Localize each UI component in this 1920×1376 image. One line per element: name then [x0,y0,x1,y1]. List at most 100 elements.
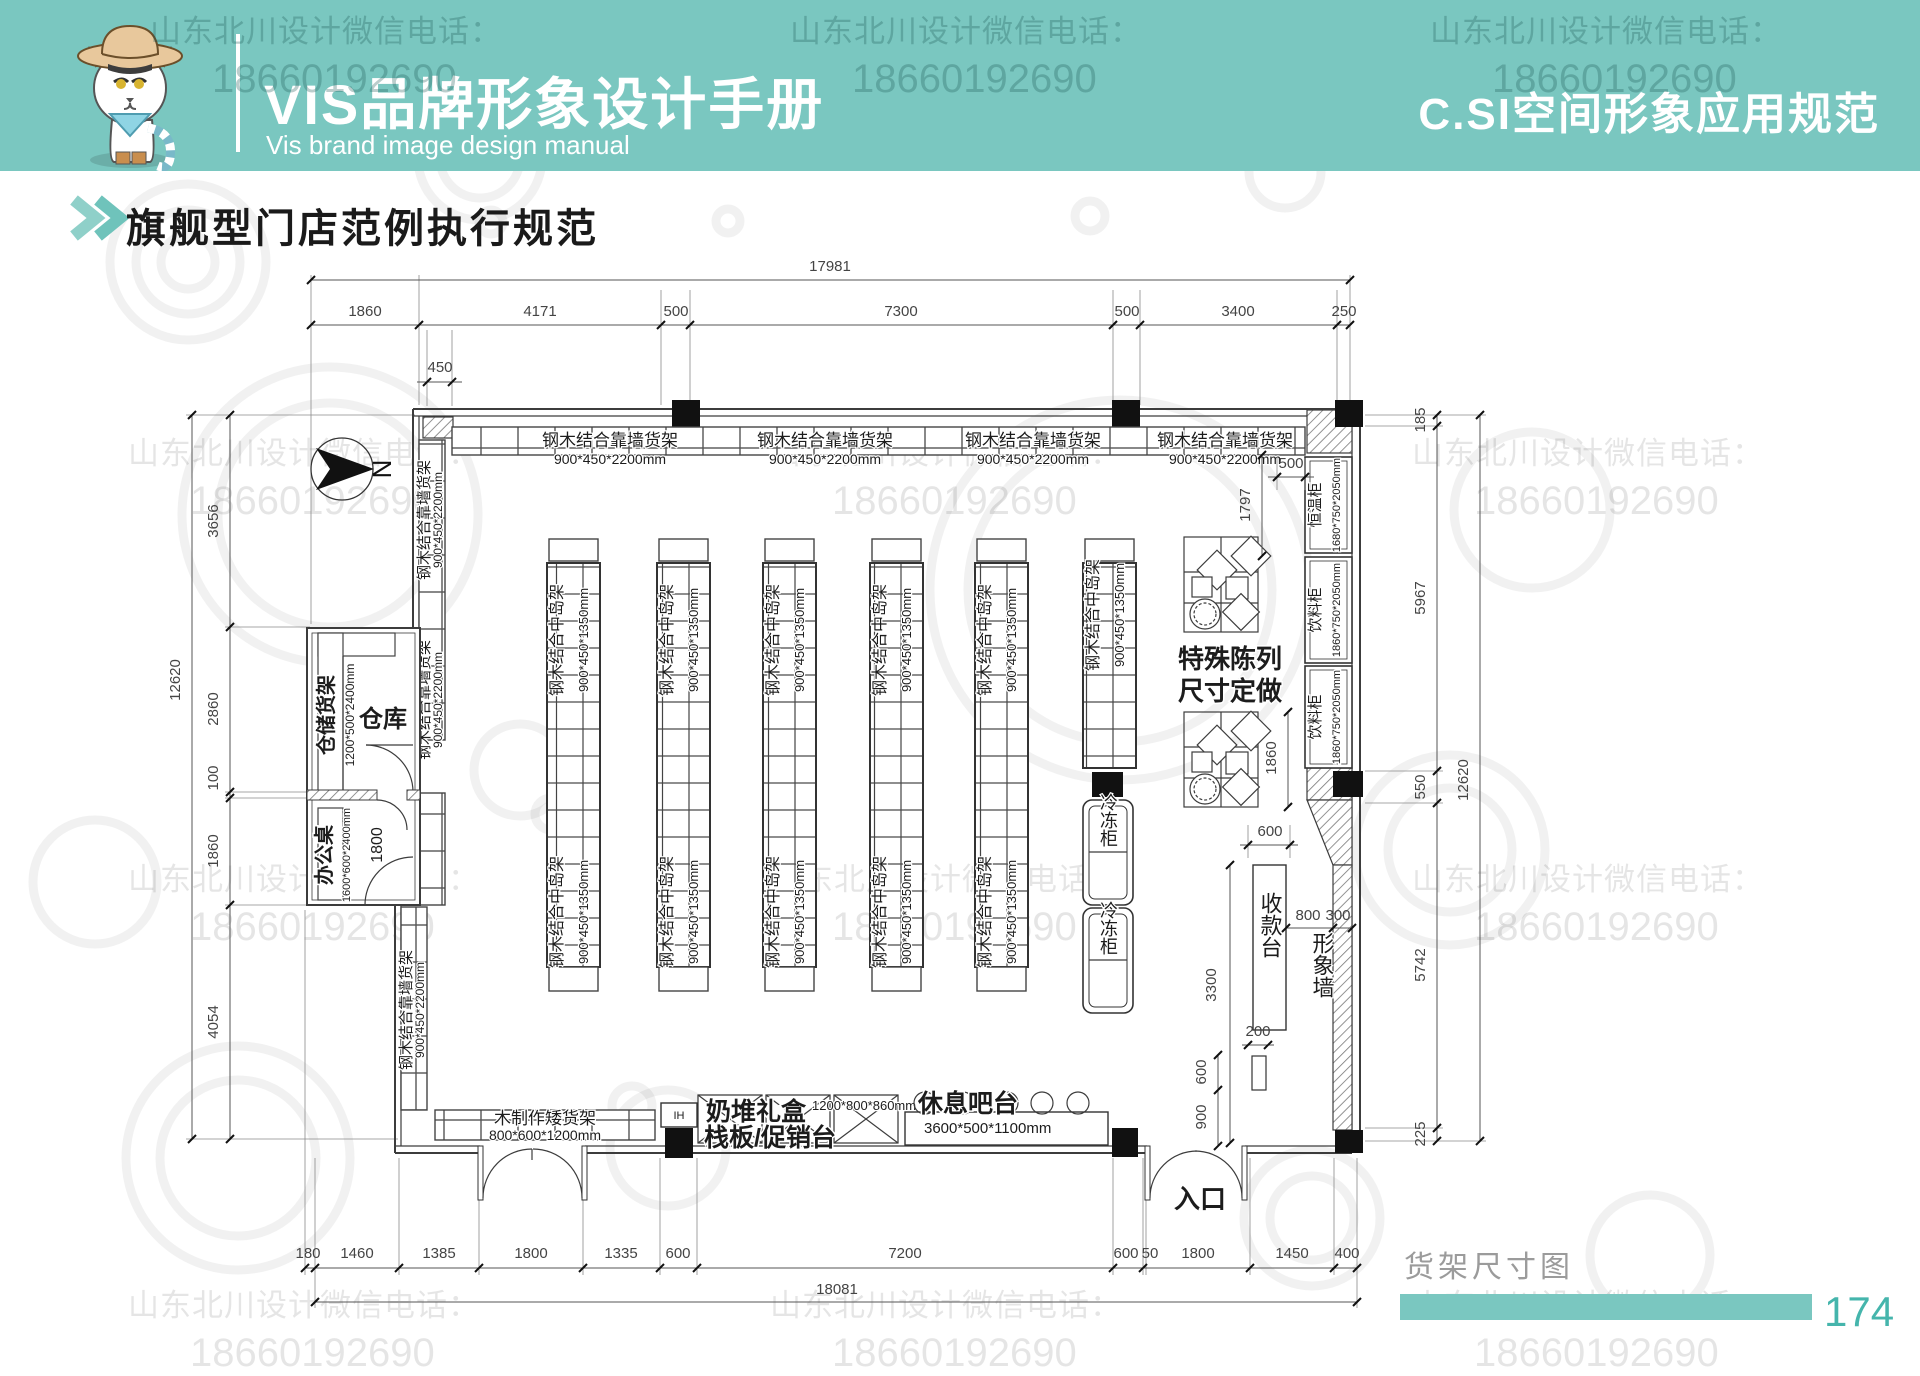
dim: 1460 [340,1245,373,1262]
special-label-2: 尺寸定做 [1178,676,1282,706]
checkout-area: 收款台 形象墙 3300 600 800 300 200 600 900 [1193,823,1357,1151]
island-size: 900*450*1350mm [899,860,914,964]
dim: 3656 [205,504,222,537]
shelf-size: 900*450*2200mm [413,962,427,1058]
island-label: 钢木结合中岛架 [871,856,889,968]
island-size: 900*450*1350mm [576,588,591,692]
dim: 5967 [1412,581,1429,614]
dim: 1860 [348,303,381,320]
island-label: 钢木结合中岛架 [658,584,676,696]
manual-title: VIS品牌形象设计手册 [264,73,825,136]
shelf-label: 钢木结合靠墙货架 [965,431,1101,450]
warehouse-label: 仓库 [358,705,407,733]
dim: 180 [295,1245,320,1262]
header-divider [236,34,240,152]
dim: 50 [1142,1245,1159,1262]
dim: 100 [205,765,222,790]
cabinet-label: 饮料柜 [1307,694,1324,739]
island-label: 钢木结合中岛架 [764,856,782,968]
dim: 600 [665,1245,690,1262]
dim: 200 [1245,1023,1270,1040]
island-size: 900*450*1350mm [1004,588,1019,692]
watermark: 山东北川设计微信电话：18660192690 [790,14,1142,101]
heading-chevrons-icon [70,195,130,241]
watermark: 山东北川设计微信电话：18660192690 [150,14,502,101]
low-shelf-label: 木制作矮货架 [494,1109,596,1128]
dim: 4171 [523,303,556,320]
dim-wall-inset: 450 [417,330,462,406]
manual-subtitle: Vis brand image design manual [266,130,630,160]
shelf-label: 钢木结合靠墙货架 [1157,431,1293,450]
storage-shelf-label: 仓储货架 [314,675,338,756]
shelf-label: 钢木结合靠墙货架 [757,431,893,450]
island-label: 钢木结合中岛架 [976,584,994,696]
cabinet-size: 1860*750*2050mm [1331,563,1343,657]
island-size: 900*450*1350mm [792,860,807,964]
freezer-label: 冷冻柜 [1098,793,1118,847]
dim-top: 17981 1860 4171 500 7300 500 3400 250 [306,258,1357,624]
dim: 250 [1331,303,1356,320]
desk-size: 1600*600*2400mm [341,808,353,902]
dim: 7300 [884,303,917,320]
island-label: 钢木结合中岛架 [976,856,994,968]
drawing-caption: 货架尺寸图 [1404,1251,1574,1284]
footer-bar [1400,1294,1812,1320]
dim-right-total: 12620 [1455,759,1472,801]
right-cabinets: 恒温柜 1680*750*2050mm 饮料柜 1860*750*2050mm … [1304,456,1353,769]
page-number: 174 [1824,1288,1895,1335]
dim: 5742 [1412,948,1429,981]
bar-label: 休息吧台 [917,1089,1018,1118]
dim-bottom: 180 1460 1385 1800 1335 600 7200 600 50 … [295,910,1362,1308]
dim: 1335 [604,1245,637,1262]
north-label: N [367,460,397,479]
header-bar: VIS品牌形象设计手册 Vis brand image design manua… [0,0,1920,171]
island-label: 钢木结合中岛架 [548,856,566,968]
dim: 500 [1278,455,1303,472]
special-display: 特殊陈列 尺寸定做 1797 500 1860 [1177,450,1314,812]
dim: 1385 [422,1245,455,1262]
shelf-size: 900*450*2200mm [1169,451,1281,467]
bar-size: 3600*500*1100mm [924,1120,1051,1137]
dim: 600 [1193,1059,1210,1084]
dim: 800 [1295,907,1320,924]
cabinet-label: 饮料柜 [1307,587,1324,632]
dim: 1800 [514,1245,547,1262]
dim: 3300 [1203,968,1220,1001]
dim: 1797 [1237,488,1254,521]
milk-display-label-2: 栈板/促销台 [704,1123,836,1152]
dim: 300 [1325,907,1350,924]
cat-mascot-logo [77,24,183,171]
dim: 400 [1334,1245,1359,1262]
doors: 入口 [477,1145,1248,1216]
dim: 225 [1412,1121,1429,1146]
watermark: 山东北川设计微信电话：18660192690 [1430,14,1782,101]
dim: 600 [1257,823,1282,840]
shelf-size: 900*450*2200mm [769,451,881,467]
north-arrow: N [310,437,397,501]
island-label: 钢木结合中岛架 [658,856,676,968]
dim: 500 [663,303,688,320]
special-label-1: 特殊陈列 [1178,644,1282,674]
columns [665,400,1363,1158]
shelf-size: 900*450*2200mm [431,652,445,748]
milk-display-label: 奶堆礼盒 [706,1097,807,1126]
utility-box: IH [674,1110,685,1122]
dim: 900 [1193,1104,1210,1129]
freezers: 冷冻柜 冷冻柜 [1082,792,1134,1014]
shelf-label: 钢木结合靠墙货架 [416,460,433,580]
island-size: 900*450*1350mm [1112,563,1127,667]
watermark: 山东北川设计微信电话：18660192690 [1412,862,1764,949]
image-wall-label: 形象墙 [1310,932,1335,998]
dim: 600 [1113,1245,1138,1262]
shelf-size: 900*450*2200mm [431,472,445,568]
dim-left-total: 12620 [167,659,184,701]
dim-top-total: 17981 [809,258,851,275]
island-size: 900*450*1350mm [686,860,701,964]
island-label: 钢木结合中岛架 [1084,559,1102,671]
dim: 1860 [205,834,222,867]
dim: 450 [427,359,452,376]
dim-left: 3656 2860 100 1860 4054 12620 [167,410,415,1144]
island-label: 钢木结合中岛架 [871,584,889,696]
cabinet-size: 1860*750*2050mm [1331,670,1343,764]
